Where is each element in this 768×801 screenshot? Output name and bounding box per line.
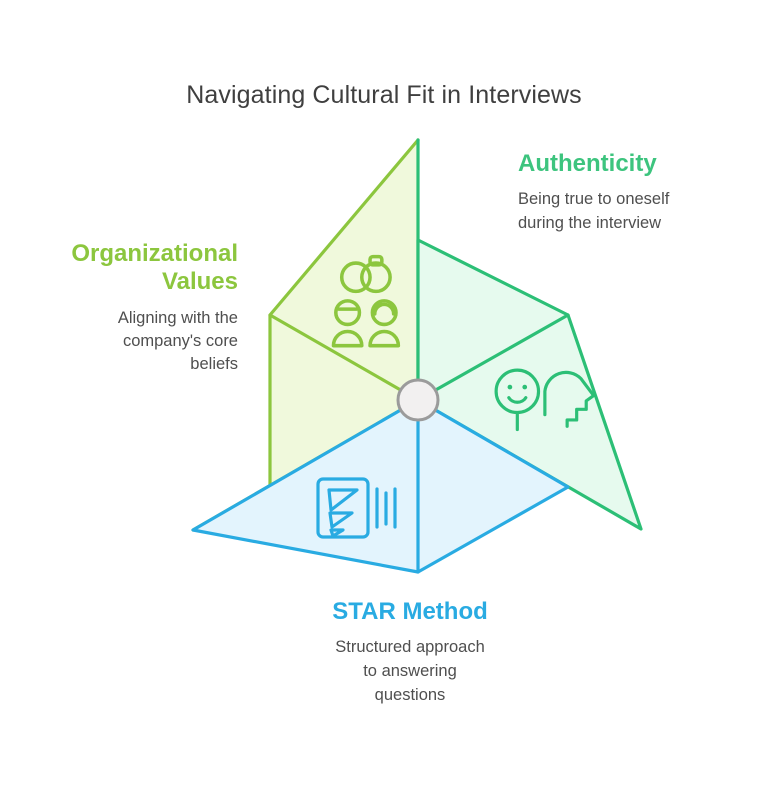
callout-star-method-description: Structured approach to answering questio… [335,638,485,705]
panel-organizational-values-lower-face [270,315,418,487]
page-title: Navigating Cultural Fit in Interviews [186,80,582,109]
panel-authenticity-upper-face [418,240,568,400]
people-group-icon [331,254,401,348]
face-and-head-profile-icon [494,368,596,432]
panel-star-method-right-face [418,400,568,572]
panel-organizational-values-fold-edge [268,313,420,402]
callout-star-method-title: STAR Method [332,598,488,625]
callout-authenticity: Authenticity Being true to oneself durin… [518,150,754,235]
callout-authenticity-description: Being true to oneself during the intervi… [518,190,670,232]
callout-authenticity-title: Authenticity [518,150,657,177]
callout-organizational-values-description: Aligning with the company's core beliefs [117,308,238,374]
panel-authenticity[interactable] [416,238,643,531]
document-lightning-icon [316,477,397,539]
panel-star-method[interactable] [191,398,570,574]
panel-authenticity-fold-edge [416,313,570,402]
callout-organizational-values-title: Organizational Values [71,240,238,296]
callout-star-method: STAR Method Structured approach to answe… [288,598,532,708]
panel-star-method-left-face [193,400,418,572]
callout-organizational-values: Organizational Values Aligning with the … [16,240,238,377]
panel-authenticity-outline [416,238,643,531]
center-hub[interactable] [396,378,440,422]
